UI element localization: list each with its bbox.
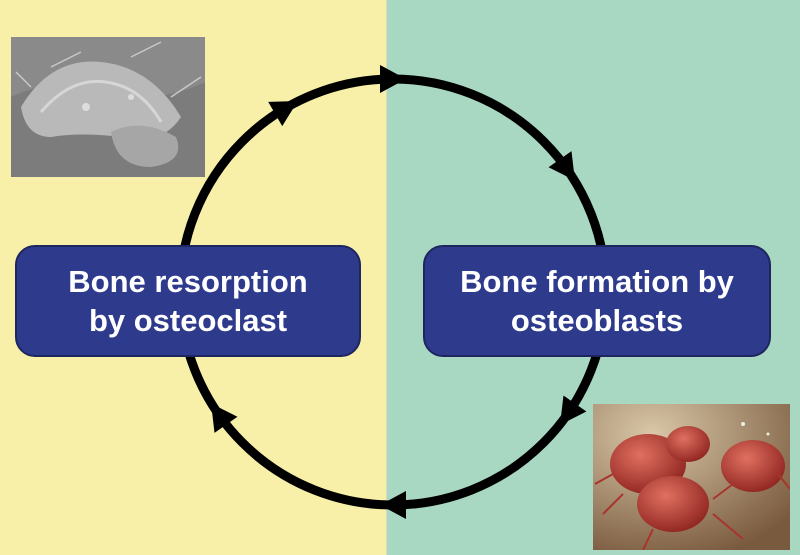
cycle-arrowhead-5 [211, 403, 238, 433]
cycle-arrowhead-6 [268, 101, 298, 127]
cycle-arrowhead-1 [380, 65, 406, 93]
bone-formation-label-line1: Bone formation by [460, 264, 734, 299]
panel-divider [386, 0, 387, 555]
bone-formation-label-line2: osteoblasts [510, 303, 684, 338]
cycle-arrowhead-4 [380, 491, 406, 519]
bone-resorption-label-line1: Bone resorption [68, 264, 308, 299]
cycle-arrowhead-3 [560, 395, 587, 425]
osteoclast-micrograph [11, 37, 205, 177]
cycle-arrowheads [211, 65, 587, 519]
bone-resorption-box: Bone resorption by osteoclast [15, 245, 361, 357]
cycle-arrowhead-2 [548, 151, 575, 181]
bone-resorption-label-line2: by osteoclast [88, 303, 288, 338]
bone-formation-box: Bone formation by osteoblasts [423, 245, 771, 357]
osteoblast-render [593, 404, 790, 550]
